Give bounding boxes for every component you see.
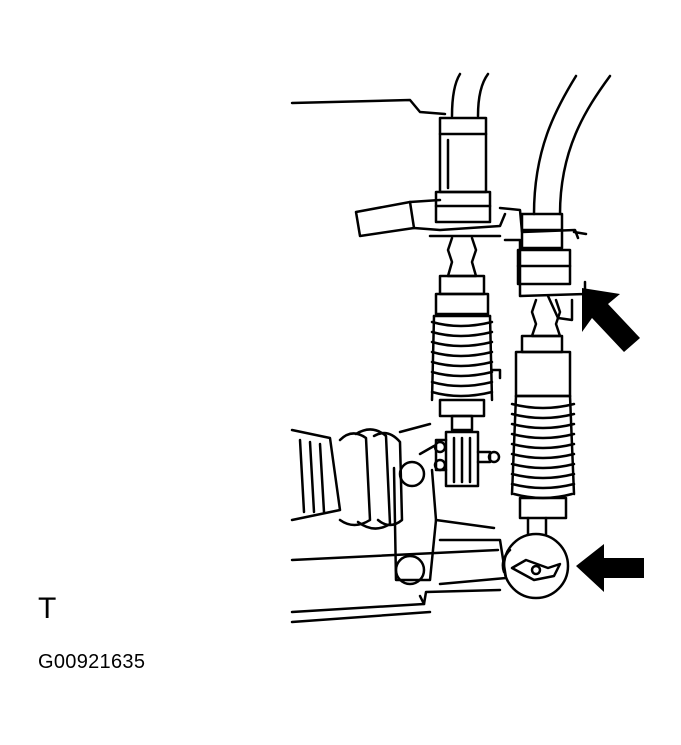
left-rod <box>438 236 486 296</box>
view-letter: T <box>38 592 57 625</box>
base-plate <box>290 548 502 624</box>
right-bracket <box>498 206 588 322</box>
left-cable <box>450 72 490 118</box>
arrow-pointing-up-left-icon <box>582 288 640 352</box>
figure-code: G00921635 <box>38 651 146 673</box>
left-cable-end-fitting <box>434 116 492 224</box>
left-bracket <box>354 198 507 238</box>
left-boot <box>430 292 502 432</box>
transaxle-housing <box>290 422 436 530</box>
right-ball-joint <box>501 516 570 600</box>
housing-outline <box>290 98 447 116</box>
arrow-pointing-left-icon <box>576 544 644 592</box>
right-rod <box>520 298 564 354</box>
left-lower-joint <box>433 430 501 488</box>
shift-lever-arm <box>392 460 508 586</box>
right-boot <box>510 350 576 520</box>
right-cable <box>532 74 612 216</box>
